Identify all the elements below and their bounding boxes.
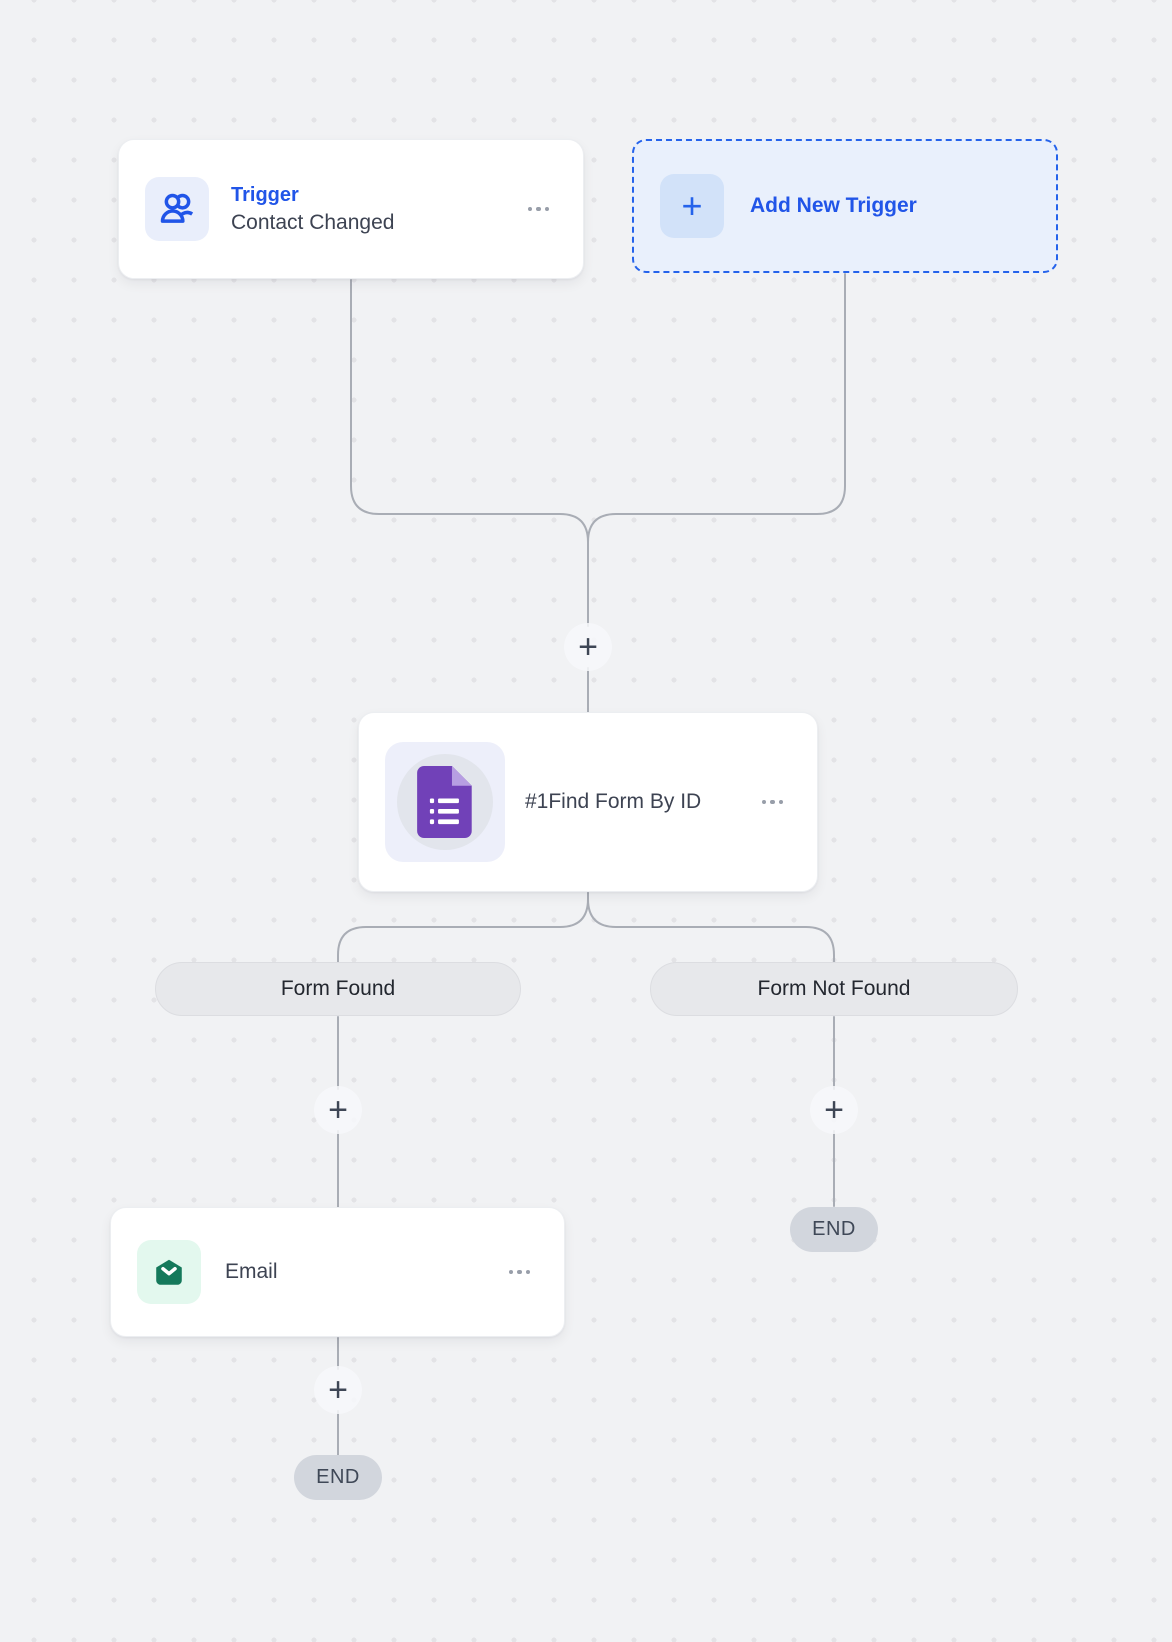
trigger-node-subtitle: Contact Changed [231, 210, 395, 234]
end-label: END [316, 1466, 360, 1488]
branch-label-text: Form Found [280, 977, 396, 1000]
add-step-button-form-not-found[interactable]: + [810, 1086, 858, 1134]
branch-label-text: Form Not Found [757, 977, 911, 1000]
add-new-trigger-label: Add New Trigger [750, 194, 917, 217]
email-icon [137, 1240, 201, 1304]
find-form-node-menu-button[interactable] [756, 794, 790, 811]
plus-icon: + [660, 174, 724, 238]
users-icon [145, 177, 209, 241]
add-step-button-merge[interactable]: + [564, 623, 612, 671]
trigger-node-title: Trigger [231, 183, 299, 206]
add-new-trigger-button[interactable]: + Add New Trigger [632, 139, 1058, 273]
branch-label-form-not-found: Form Not Found [650, 962, 1018, 1016]
end-pill-form-found: END [294, 1455, 382, 1500]
add-step-button-form-found[interactable]: + [314, 1086, 362, 1134]
email-node[interactable]: Email [110, 1207, 565, 1337]
find-form-node-label: #1Find Form By ID [525, 790, 702, 813]
email-node-menu-button[interactable] [503, 1264, 537, 1281]
end-label: END [812, 1218, 856, 1240]
find-form-node[interactable]: #1Find Form By ID [358, 712, 818, 892]
email-node-label: Email [225, 1260, 278, 1283]
end-pill-form-not-found: END [790, 1207, 878, 1252]
trigger-node-menu-button[interactable] [522, 201, 556, 218]
branch-label-form-found: Form Found [155, 962, 521, 1016]
add-step-button-after-email[interactable]: + [314, 1366, 362, 1414]
plus-glyph: + [681, 185, 703, 226]
google-forms-icon [385, 742, 505, 862]
trigger-node[interactable]: Trigger Contact Changed [118, 139, 584, 279]
